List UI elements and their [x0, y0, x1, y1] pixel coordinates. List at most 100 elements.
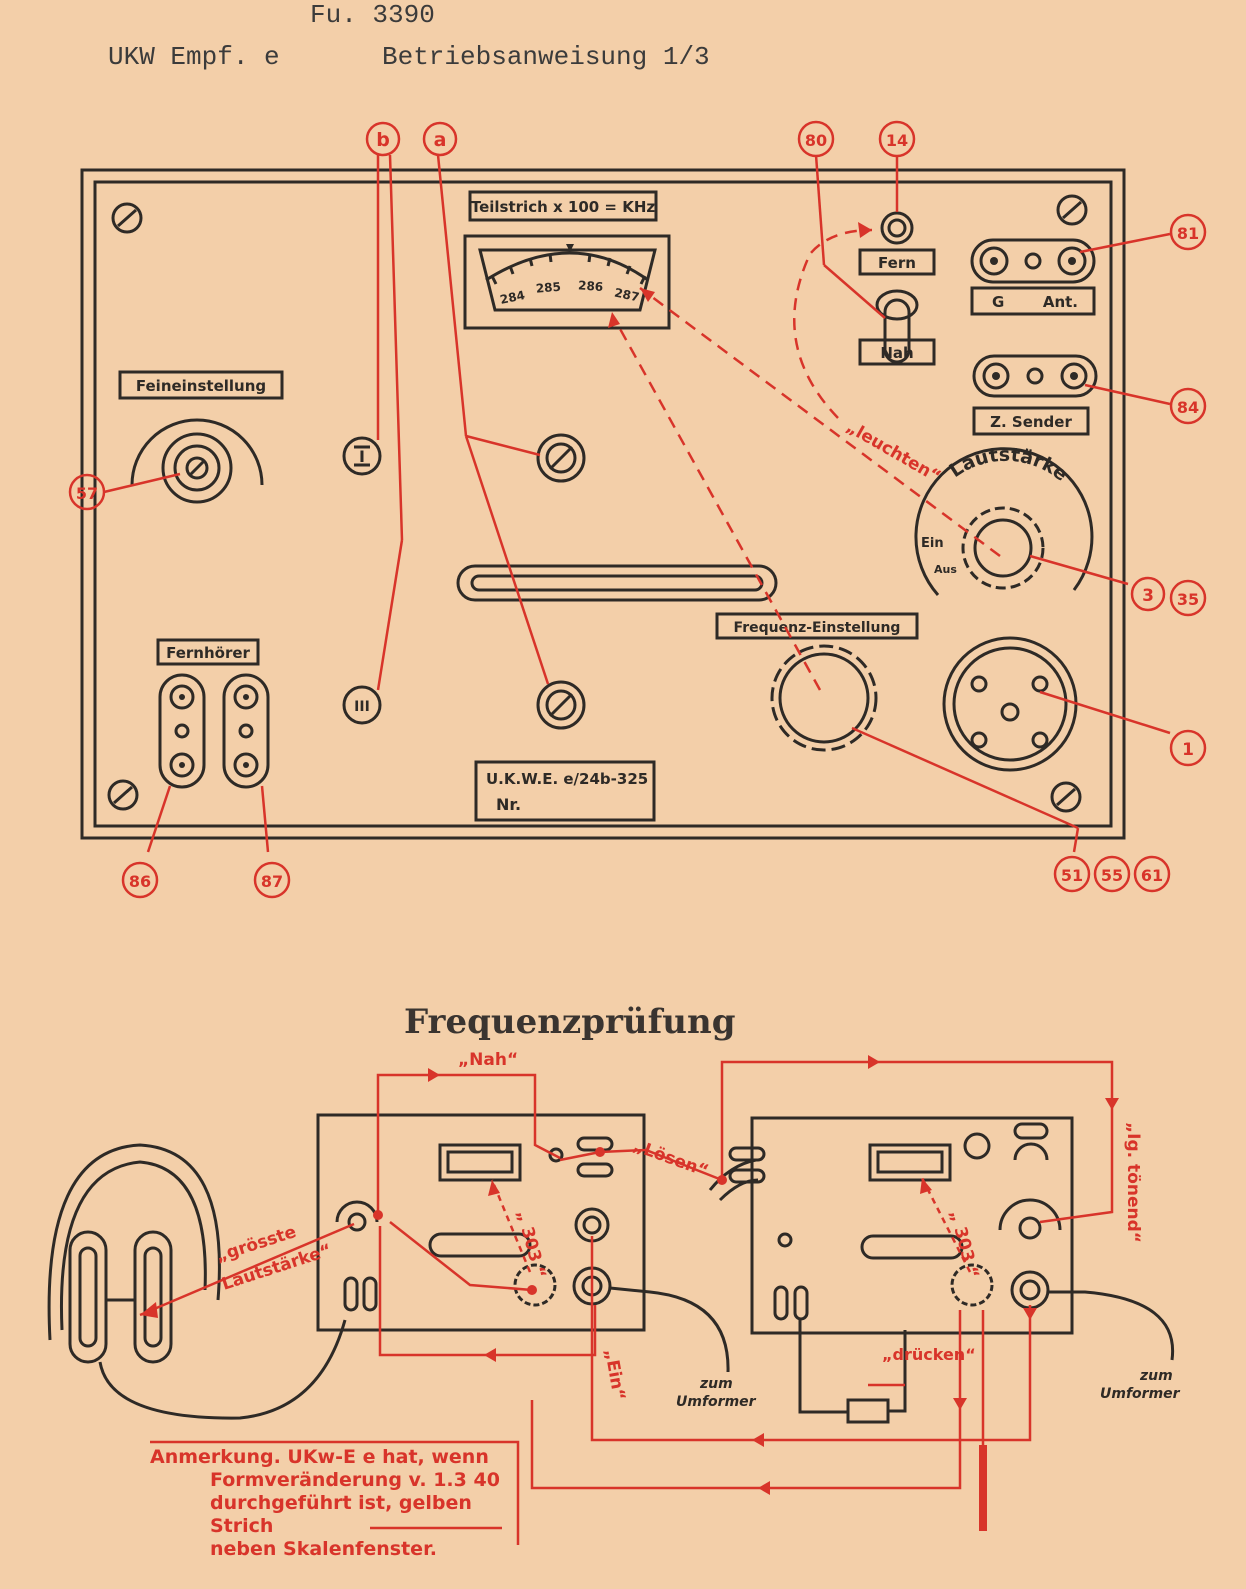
- note-line: neben Skalenfenster.: [210, 1538, 437, 1560]
- switch-three-label: III: [354, 699, 370, 715]
- fine-tuning-knob[interactable]: [130, 418, 264, 504]
- fern-label: Fern: [878, 254, 916, 272]
- frequency-label-box: Frequenz-Einstellung: [715, 612, 919, 640]
- svg-text:87: 87: [261, 872, 283, 891]
- switch-one[interactable]: I: [342, 436, 382, 476]
- ein-label: „Ein“: [600, 1347, 629, 1402]
- svg-text:3: 3: [1142, 586, 1154, 606]
- adjust-knob-upper[interactable]: [536, 433, 586, 483]
- fern-label-box: Fern: [858, 248, 936, 276]
- doc-title-right: Betriebsanweisung 1/3: [382, 42, 710, 72]
- callout-87: 87: [253, 861, 291, 899]
- note-line: Anmerkung. UKw-E e hat, wenn: [150, 1446, 489, 1468]
- callout-57: 57: [68, 473, 106, 511]
- sender-sockets[interactable]: [972, 354, 1098, 398]
- antenna-sockets[interactable]: [970, 238, 1096, 284]
- nah-wire-label: „Nah“: [458, 1050, 518, 1070]
- svg-text:86: 86: [129, 872, 151, 891]
- v303-left-label: „ 303 “: [512, 1208, 549, 1280]
- frequency-scale-window: 284 285 286 287: [463, 234, 671, 330]
- receiver-two-box: [708, 1116, 1175, 1424]
- svg-text:61: 61: [1141, 866, 1163, 885]
- screw-icon: [111, 202, 143, 234]
- loesen-label: „Lösen“: [630, 1136, 711, 1182]
- callout-55: 55: [1093, 855, 1131, 893]
- zum-label-two: zum: [1139, 1368, 1173, 1384]
- druecken-label: „drücken“: [882, 1345, 976, 1364]
- screw-icon: [1056, 194, 1088, 226]
- tonend-label: „Ig. tönend“: [1123, 1122, 1143, 1243]
- svg-text:81: 81: [1177, 224, 1199, 243]
- callout-51: 51: [1053, 855, 1091, 893]
- scale-tick-label: 285: [535, 280, 561, 296]
- receiver-one-box: [316, 1113, 730, 1373]
- sender-label-box: Z. Sender: [972, 406, 1090, 436]
- adjust-knob-lower[interactable]: [536, 680, 586, 730]
- headphone-label-box: Fernhörer: [156, 638, 260, 666]
- svg-text:b: b: [376, 129, 390, 151]
- umformer-label-two: Umformer: [1100, 1386, 1181, 1402]
- fine-tuning-label: Feineinstellung: [136, 377, 266, 395]
- callout-86: 86: [121, 861, 159, 899]
- umformer-label-one: Umformer: [676, 1394, 757, 1410]
- callout-1: 1: [1169, 729, 1207, 767]
- nah-label-box: Nah: [858, 338, 936, 366]
- callout-14: 14: [878, 120, 916, 158]
- doc-number: Fu. 3390: [310, 0, 435, 30]
- antenna-ground-label: G: [992, 293, 1004, 311]
- front-handle: [456, 564, 778, 602]
- note-line: durchgeführt ist, gelben Strich: [210, 1492, 472, 1537]
- type-plate-label: U.K.W.E. e/24b-325: [486, 770, 648, 788]
- nah-label: Nah: [880, 344, 913, 362]
- volume-label: Lautstärke: [945, 444, 1071, 486]
- scale-label-box: Teilstrich x 100 = KHz: [468, 190, 658, 222]
- svg-text:55: 55: [1101, 866, 1123, 885]
- note-line: Formveränderung v. 1.3 40: [210, 1469, 500, 1491]
- svg-text:84: 84: [1177, 398, 1199, 417]
- callout-84: 84: [1169, 387, 1207, 425]
- headphone-socket-left[interactable]: [158, 673, 206, 789]
- volume-on-label: Ein: [921, 536, 944, 551]
- callout-61: 61: [1133, 855, 1171, 893]
- frequency-knob[interactable]: [770, 644, 878, 752]
- fern-lamp: [880, 211, 914, 245]
- callout-81: 81: [1169, 213, 1207, 251]
- scale-label: Teilstrich x 100 = KHz: [471, 198, 656, 216]
- callout-35: 35: [1169, 579, 1207, 617]
- headphones-drawing: [47, 1143, 347, 1420]
- headphone-socket-right[interactable]: [222, 673, 270, 789]
- sender-label: Z. Sender: [990, 413, 1072, 431]
- screw-icon: [107, 779, 139, 811]
- callout-a: a: [422, 121, 458, 157]
- power-connector[interactable]: [942, 636, 1078, 772]
- svg-text:80: 80: [805, 131, 827, 150]
- callout-3: 3: [1130, 576, 1166, 612]
- antenna-label: Ant.: [1043, 293, 1078, 311]
- svg-text:57: 57: [76, 484, 98, 503]
- headphone-label: Fernhörer: [166, 644, 250, 662]
- annotation-note: Anmerkung. UKw-E e hat, wenn Formverände…: [150, 1446, 510, 1561]
- svg-text:a: a: [434, 129, 447, 151]
- doc-title-left: UKW Empf. e: [108, 42, 280, 72]
- volume-off-label: Aus: [934, 563, 957, 576]
- switch-three[interactable]: III: [342, 685, 382, 725]
- fine-tuning-label-box: Feineinstellung: [118, 370, 284, 400]
- leuchten-label: „leuchten“: [843, 417, 945, 487]
- svg-text:51: 51: [1061, 866, 1083, 885]
- svg-text:35: 35: [1177, 590, 1199, 609]
- frequency-test-heading: Frequenzprüfung: [404, 1002, 736, 1042]
- scale-tick-label: 284: [499, 288, 526, 307]
- volume-knob[interactable]: Lautstärke Ein Aus: [914, 444, 1094, 596]
- type-plate: U.K.W.E. e/24b-325 Nr.: [474, 760, 656, 822]
- zum-label-one: zum: [699, 1376, 733, 1392]
- v303-right-label: „ 303 “: [945, 1208, 982, 1280]
- fern-nah-toggle[interactable]: [875, 289, 919, 364]
- callout-80: 80: [797, 120, 835, 158]
- screw-icon: [1050, 781, 1082, 813]
- scale-tick-label: 287: [613, 286, 640, 305]
- svg-text:14: 14: [886, 131, 908, 150]
- callout-b: b: [365, 121, 401, 157]
- switch-one-label: I: [359, 447, 365, 466]
- nr-label: Nr.: [496, 795, 521, 814]
